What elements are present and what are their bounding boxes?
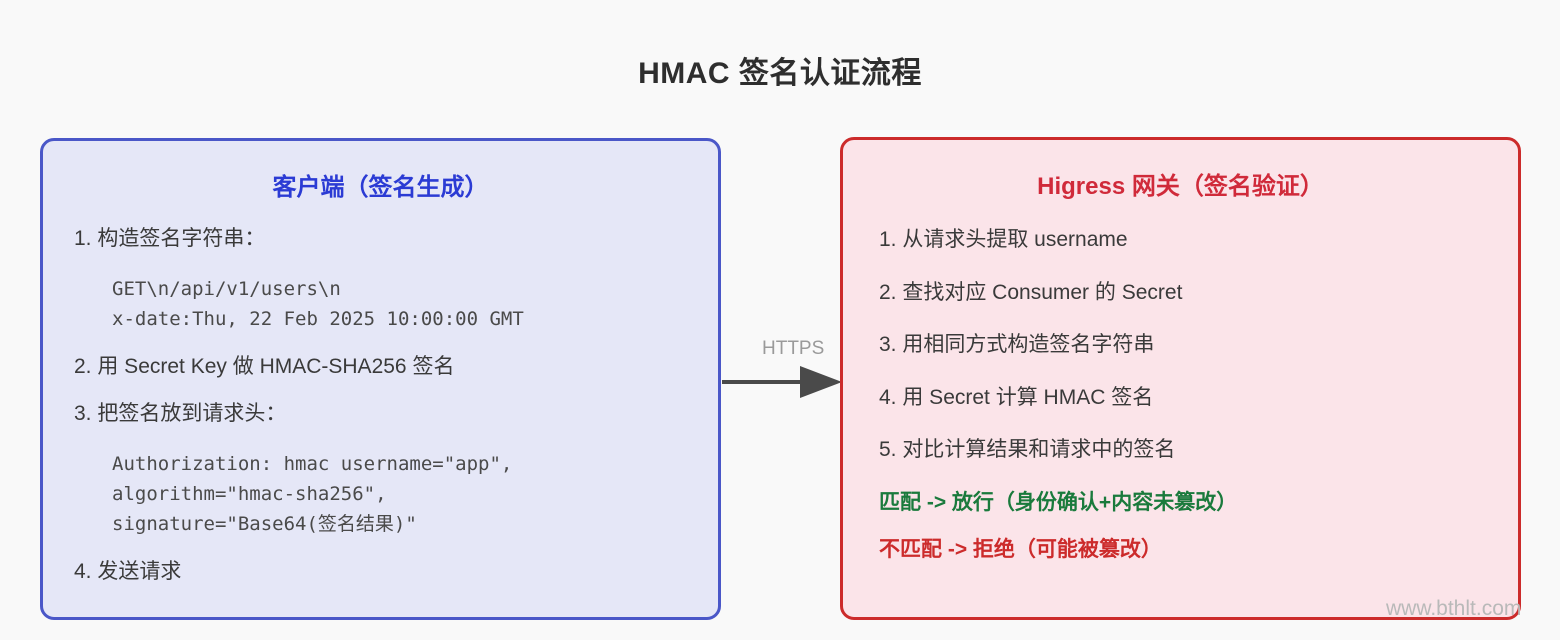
https-arrow-icon bbox=[722, 366, 842, 398]
string-to-sign-line-1: GET\n/api/v1/users\n bbox=[112, 277, 341, 300]
client-step-4: 4. 发送请求 bbox=[74, 559, 182, 583]
verdict-pass: 匹配 -> 放行（身份确认+内容未篡改） bbox=[879, 491, 1238, 515]
client-step-1: 1. 构造签名字符串： bbox=[74, 227, 266, 250]
authorization-header-block: Authorization: hmac username="app", algo… bbox=[112, 449, 718, 539]
client-step-list: 1. 构造签名字符串： GET\n/api/v1/users\n x-date:… bbox=[43, 226, 718, 585]
gateway-panel: Higress 网关（签名验证） 1. 从请求头提取 username 2. 查… bbox=[840, 137, 1521, 620]
gateway-step-2: 2. 查找对应 Consumer 的 Secret bbox=[879, 280, 1183, 304]
watermark: www.bthlt.com bbox=[1386, 597, 1522, 620]
gateway-step-3: 3. 用相同方式构造签名字符串 bbox=[879, 333, 1155, 357]
gateway-panel-title: Higress 网关（签名验证） bbox=[1037, 173, 1324, 200]
string-to-sign-block: GET\n/api/v1/users\n x-date:Thu, 22 Feb … bbox=[112, 274, 718, 334]
gateway-step-list: 1. 从请求头提取 username 2. 查找对应 Consumer 的 Se… bbox=[843, 227, 1518, 463]
authorization-header-line-1: Authorization: hmac username="app", bbox=[112, 452, 513, 475]
client-step-3: 3. 把签名放到请求头： bbox=[74, 402, 287, 426]
client-panel: 客户端（签名生成） 1. 构造签名字符串： GET\n/api/v1/users… bbox=[40, 138, 721, 620]
verdict-group: 匹配 -> 放行（身份确认+内容未篡改） 不匹配 -> 拒绝（可能被篡改） bbox=[843, 490, 1518, 562]
gateway-step-1: 1. 从请求头提取 username bbox=[879, 228, 1128, 251]
gateway-step-5: 5. 对比计算结果和请求中的签名 bbox=[879, 438, 1176, 462]
client-step-2: 2. 用 Secret Key 做 HMAC-SHA256 签名 bbox=[74, 354, 455, 378]
page-title: HMAC 签名认证流程 bbox=[638, 57, 922, 90]
verdict-fail: 不匹配 -> 拒绝（可能被篡改） bbox=[879, 538, 1162, 562]
authorization-header-line-2: algorithm="hmac-sha256", bbox=[112, 482, 387, 505]
gateway-step-4: 4. 用 Secret 计算 HMAC 签名 bbox=[879, 385, 1154, 409]
connector-label: HTTPS bbox=[762, 338, 825, 359]
authorization-header-line-3: signature="Base64(签名结果)" bbox=[112, 512, 417, 535]
string-to-sign-line-2: x-date:Thu, 22 Feb 2025 10:00:00 GMT bbox=[112, 307, 524, 330]
client-panel-title: 客户端（签名生成） bbox=[272, 174, 489, 201]
